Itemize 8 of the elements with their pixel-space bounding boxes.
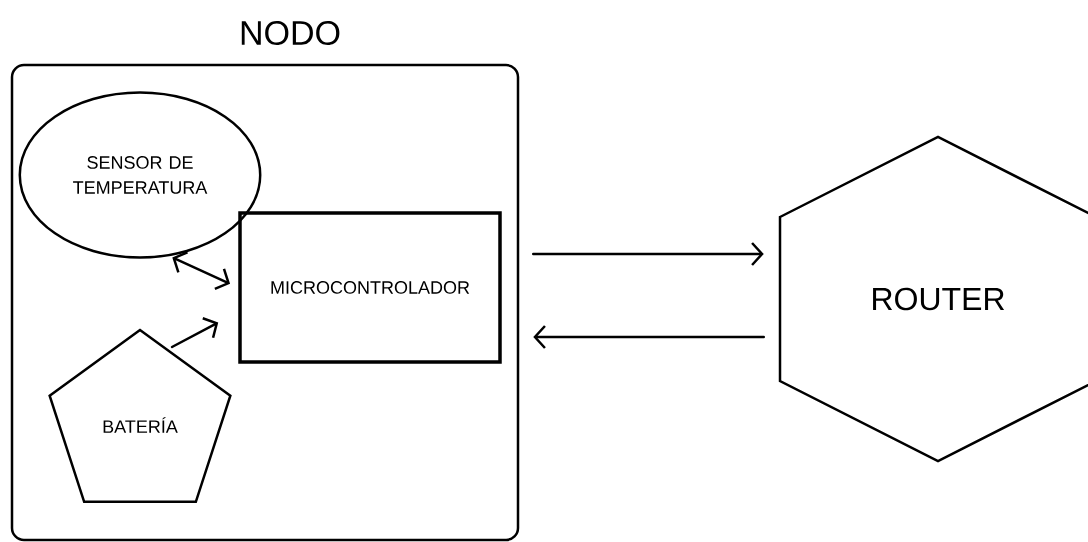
router-hexagon: ROUTER xyxy=(778,135,1088,463)
battery-pentagon: BATERÍA xyxy=(48,328,232,504)
arrow xyxy=(533,325,765,349)
arrow xyxy=(172,251,231,291)
arrow xyxy=(532,242,764,266)
arrow xyxy=(170,317,219,349)
heading: NODO xyxy=(241,20,340,46)
process-box: MICROCONTROLADOR xyxy=(238,211,502,364)
